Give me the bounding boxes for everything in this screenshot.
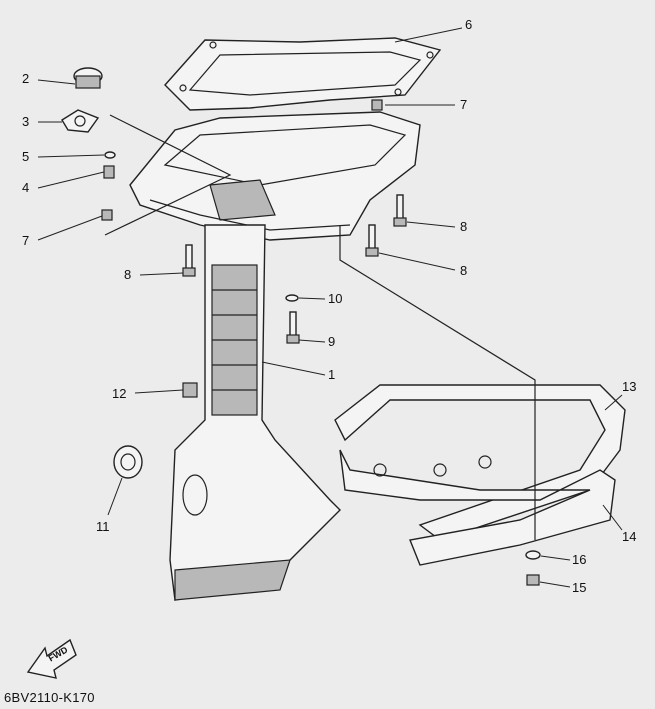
callout-3: 3 (22, 114, 30, 129)
callout-11: 11 (96, 519, 110, 534)
callout-2: 2 (22, 71, 30, 86)
callout-16: 16 (572, 552, 587, 567)
callout-13: 13 (622, 379, 637, 394)
callout-9: 9 (328, 334, 336, 349)
callout-7: 7 (460, 97, 468, 112)
callout-8: 8 (460, 263, 468, 278)
drive-shaft-housing-part-1 (169, 224, 341, 601)
apron-parts-13-14 (334, 225, 626, 586)
diagram-code: 6BV2110-K170 (4, 690, 95, 705)
fwd-arrow-icon (26, 638, 77, 679)
callout-14: 14 (622, 529, 637, 544)
callout-5: 5 (22, 149, 30, 164)
small-parts (61, 67, 383, 221)
callout-6: 6 (465, 17, 473, 32)
bolts (182, 194, 407, 344)
callout-12: 12 (112, 386, 127, 401)
callout-8: 8 (460, 219, 468, 234)
callout-8: 8 (124, 267, 132, 282)
callout-1: 1 (328, 367, 336, 382)
leader-lines (37, 27, 623, 588)
callout-7: 7 (22, 233, 30, 248)
callout-15: 15 (572, 580, 587, 595)
gasket-part-6 (164, 37, 442, 111)
callout-4: 4 (22, 180, 30, 195)
small-plugs (113, 382, 198, 479)
upper-casing-plate (104, 111, 421, 241)
callout-10: 10 (328, 291, 343, 306)
